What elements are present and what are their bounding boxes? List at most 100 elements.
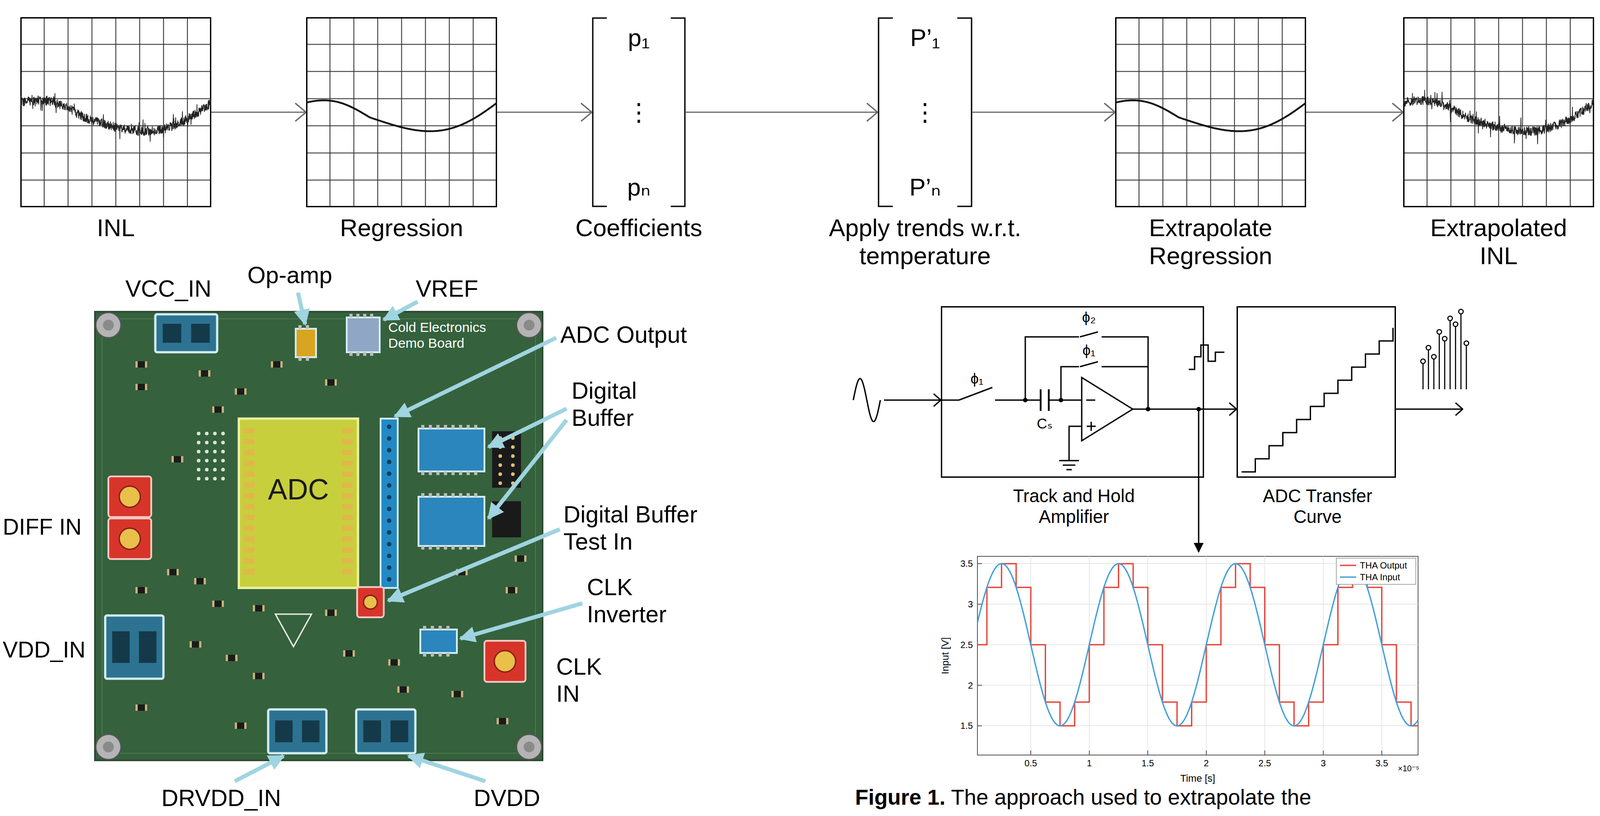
coefficient-text: P’ₙ (909, 172, 941, 201)
header-pin (498, 463, 503, 467)
node-heading: Extrapolate Regression (1102, 213, 1320, 270)
dvdd-terminal (356, 709, 416, 754)
grid-line (1403, 70, 1595, 72)
header-pin (498, 472, 503, 476)
probe-arrow (1198, 409, 1200, 552)
grid-line (1115, 97, 1307, 99)
connector-label: VDD_IN (2, 637, 86, 664)
vcc-terminal (155, 314, 218, 353)
plot-box: Regression (306, 17, 498, 208)
socket-pin (243, 503, 255, 510)
smd-pad (176, 568, 179, 576)
sample-stem (1422, 361, 1424, 390)
switch-label: ϕ₁ (1082, 341, 1096, 359)
chip-lead (298, 325, 302, 329)
connector-label: DVDD (473, 784, 540, 812)
feedback-wire (1101, 336, 1149, 410)
tick-label: 1.5 (1141, 758, 1154, 769)
junction-dot (1023, 397, 1028, 403)
wire (1069, 426, 1082, 461)
chip-lead (421, 545, 425, 550)
via (204, 476, 209, 481)
socket-pin (342, 536, 354, 542)
legend-text: THA Output (1359, 560, 1408, 571)
smd-pad (234, 388, 238, 395)
part-label: CLK Inverter (586, 573, 687, 628)
standoff (95, 312, 121, 338)
tick-mark (977, 562, 982, 564)
tick-mark (1147, 750, 1149, 755)
grid-line (20, 70, 212, 72)
sma-connector (108, 476, 152, 517)
node-heading: INL (21, 213, 211, 242)
chip-lead (436, 545, 440, 550)
grid-line (1474, 17, 1476, 208)
chip-lead (430, 652, 434, 657)
smd-pad (280, 361, 283, 368)
tick-mark (1088, 750, 1090, 755)
header-pin (386, 494, 392, 500)
chip-lead (421, 493, 425, 497)
sma-pin (494, 650, 516, 672)
chip-lead (421, 424, 425, 429)
inverter-chip (420, 629, 457, 653)
smd-pad (252, 604, 256, 612)
socket-pin (342, 460, 354, 466)
chip-lead (370, 313, 374, 318)
via (204, 440, 209, 445)
smd-pad (135, 361, 138, 368)
adc-output-header (380, 418, 398, 588)
smd-pad (343, 650, 346, 657)
via (213, 467, 217, 472)
flow-arrow (972, 111, 1116, 113)
regression-curve (306, 100, 498, 131)
grid-line (91, 17, 93, 208)
ground-symbol (1059, 460, 1080, 462)
smd-pad (221, 406, 224, 413)
chip-label: ADC (267, 473, 329, 507)
sample-stem (1427, 347, 1430, 390)
part-label: Digital Buffer (571, 377, 662, 432)
socket-pin (243, 547, 255, 553)
leader-arrow (234, 755, 284, 782)
plot-border (306, 18, 497, 207)
grid-line (401, 17, 403, 208)
smd-pad (397, 686, 400, 693)
node-heading: Apply trends w.r.t. temperature (789, 213, 1061, 270)
smd-pad (262, 672, 265, 680)
bracket-box: p₁⋮pₙCoefficients (591, 17, 686, 208)
leader-arrow (460, 603, 583, 639)
socket-pin (342, 514, 354, 521)
smd-pad (352, 650, 355, 657)
tick-mark (1264, 750, 1266, 755)
grid-line (1521, 17, 1523, 208)
transfer-staircase (1241, 327, 1394, 472)
smd-pad (194, 577, 197, 585)
grid-line (977, 684, 1419, 686)
coefficient-text: ⋮ (626, 97, 652, 126)
smd-part (135, 361, 148, 368)
smd-part (388, 659, 400, 666)
plot-box: INL (20, 17, 212, 208)
grid-line (306, 43, 498, 45)
block-box: ADC Transfer Curve (1236, 306, 1396, 478)
flow-arrow (1204, 408, 1237, 410)
legend-sample (1339, 564, 1357, 567)
via (221, 431, 225, 436)
chip-lead (443, 424, 447, 429)
node-heading: Regression (306, 213, 497, 242)
grid-line (162, 17, 164, 208)
node-body: p₁⋮pₙ (591, 17, 686, 208)
connector-label: CLK IN (556, 653, 615, 708)
chip-lead (446, 652, 450, 657)
grid-line (424, 17, 426, 208)
smd-pad (181, 455, 184, 463)
tick-label: 1 (1086, 758, 1092, 769)
header-pin (386, 483, 392, 488)
sma-pin (119, 528, 141, 550)
socket-pin (243, 568, 255, 575)
via (196, 449, 201, 454)
smd-pad (460, 690, 464, 698)
standoff-hole (523, 741, 535, 753)
